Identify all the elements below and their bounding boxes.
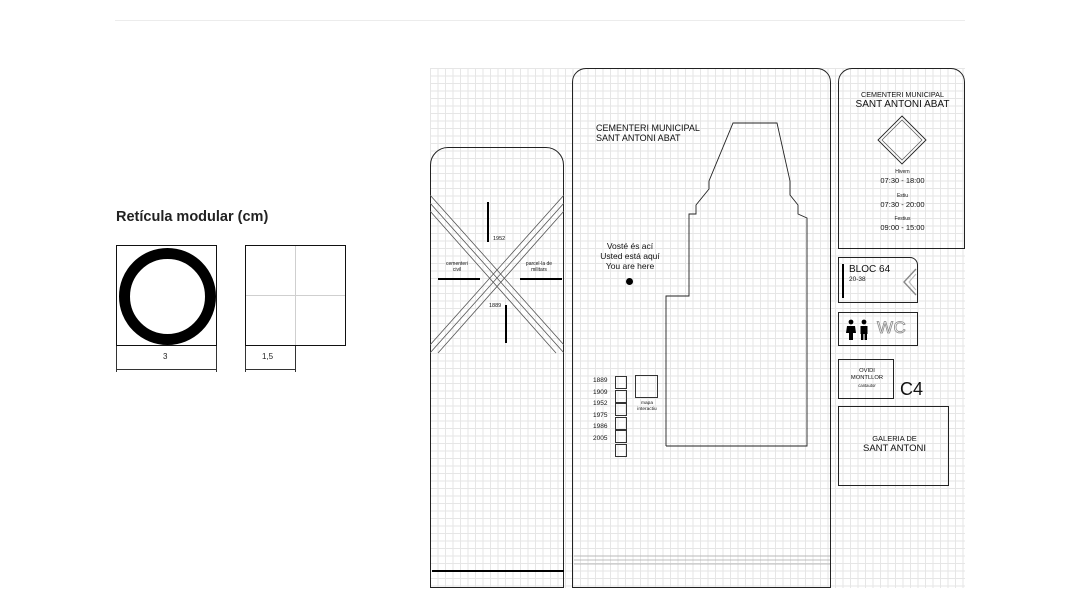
module-square-grid [245,245,346,346]
person-name-line: MONTLLOR [850,375,884,381]
year-item: 1986 [593,423,608,431]
year-item: 1975 [593,411,608,419]
info-title-large: SANT ANTONI ABAT [855,99,950,110]
gallery-line2: SANT ANTONI [863,443,926,454]
map-label-line: interactiu [637,406,657,412]
here-line: Usted está aquí [600,251,660,261]
niche-code: C4 [900,379,924,399]
sign-gallery: GALERIA DE SANT ANTONI [838,406,949,486]
year-item: 1889 [593,377,608,384]
here-line: Vosté és ací [606,241,654,251]
cemetery-map-outline [574,122,830,565]
label-line: parcel·la de [525,261,553,267]
you-are-here-label: Vosté és ací Usted está aquí You are her… [585,241,675,271]
person-name: OVIDI MONTLLOR [839,368,895,382]
dimension-line [245,369,296,370]
interactive-map-label: mapa interactiu [629,401,665,412]
year-button[interactable] [615,416,627,430]
year-list: 1889 1909 1952 1975 1986 2005 [593,375,607,445]
info-title-small: CEMENTERI MUNICIPAL [861,90,944,99]
you-are-here-dot-icon [626,278,633,285]
label-military-plot: parcel·la de militars [521,261,557,273]
panel-opening-hours: CEMENTERI MUNICIPAL SANT ANTONI ABAT Hiv… [838,68,965,249]
year-button[interactable] [615,403,627,417]
year-button[interactable] [615,443,627,457]
panel-main-map: CEMENTERI MUNICIPAL SANT ANTONI ABAT Vos… [572,68,831,588]
subgrid-horizontal-line [246,295,345,296]
dimension-tick [116,346,117,372]
bloc-range: 20-38 [849,276,866,283]
arrow-chevron-icon [903,268,917,296]
person-role: cantautor [858,383,876,388]
modular-grid-background [430,68,965,588]
restroom-people-icon [846,319,868,340]
crossroads-diagram [430,194,564,572]
year-label-top: 1952 [493,236,506,242]
summer-label: Estiu [896,193,909,199]
map-label-line: mapa [641,401,653,406]
here-line: You are here [605,261,655,271]
sign-wc: WC [838,312,918,346]
sign-bloc: BLOC 64 20-38 [838,257,918,303]
summer-hours: 07:30 - 20:00 [880,200,925,209]
label-line: civil [452,267,462,273]
interactive-map-button[interactable] [635,375,658,398]
diamond-logo-icon [877,115,927,165]
main-title: CEMENTERI MUNICIPAL SANT ANTONI ABAT [596,123,700,143]
label-line: cementeri [446,261,468,267]
label-civil-cemetery: cementeri civil [441,261,473,273]
ring-symbol-icon [119,248,216,345]
dimension-label-1-5: 1,5 [262,352,274,361]
year-button[interactable] [615,430,627,444]
year-button[interactable] [615,376,627,389]
year-item: 1952 [593,400,608,408]
year-button-column [615,376,627,457]
main-title-line: SANT ANTONI ABAT [596,133,681,143]
legend-title: Retícula modular (cm) [116,209,269,225]
holiday-hours: 09:00 - 15:00 [880,223,925,232]
dimension-tick [295,346,296,372]
bloc-title: BLOC 64 [849,264,891,275]
year-item: 1909 [593,388,608,396]
sign-person: OVIDI MONTLLOR cantautor [838,359,894,399]
panel-crossroads: 1952 1889 cementeri civil parcel·la de m… [430,147,564,588]
holiday-label: Festius [894,216,911,222]
gallery-line1: GALERIA DE [872,434,917,443]
winter-hours: 07:30 - 18:00 [880,176,925,185]
wc-label: WC [877,318,907,338]
person-name-line: OVIDI [859,368,875,374]
bloc-bar [842,264,844,298]
year-button[interactable] [615,389,627,403]
dimension-line [116,369,217,370]
label-line: militars [531,267,547,273]
module-square-symbol [116,245,217,346]
dimension-tick [216,346,217,372]
dimension-label-3: 3 [163,352,168,361]
year-item: 2005 [593,434,608,442]
dimension-tick [245,346,246,372]
winter-label: Hivern [895,169,910,175]
main-title-line: CEMENTERI MUNICIPAL [596,123,700,133]
top-divider [115,20,965,21]
year-label-bottom: 1889 [489,303,502,309]
